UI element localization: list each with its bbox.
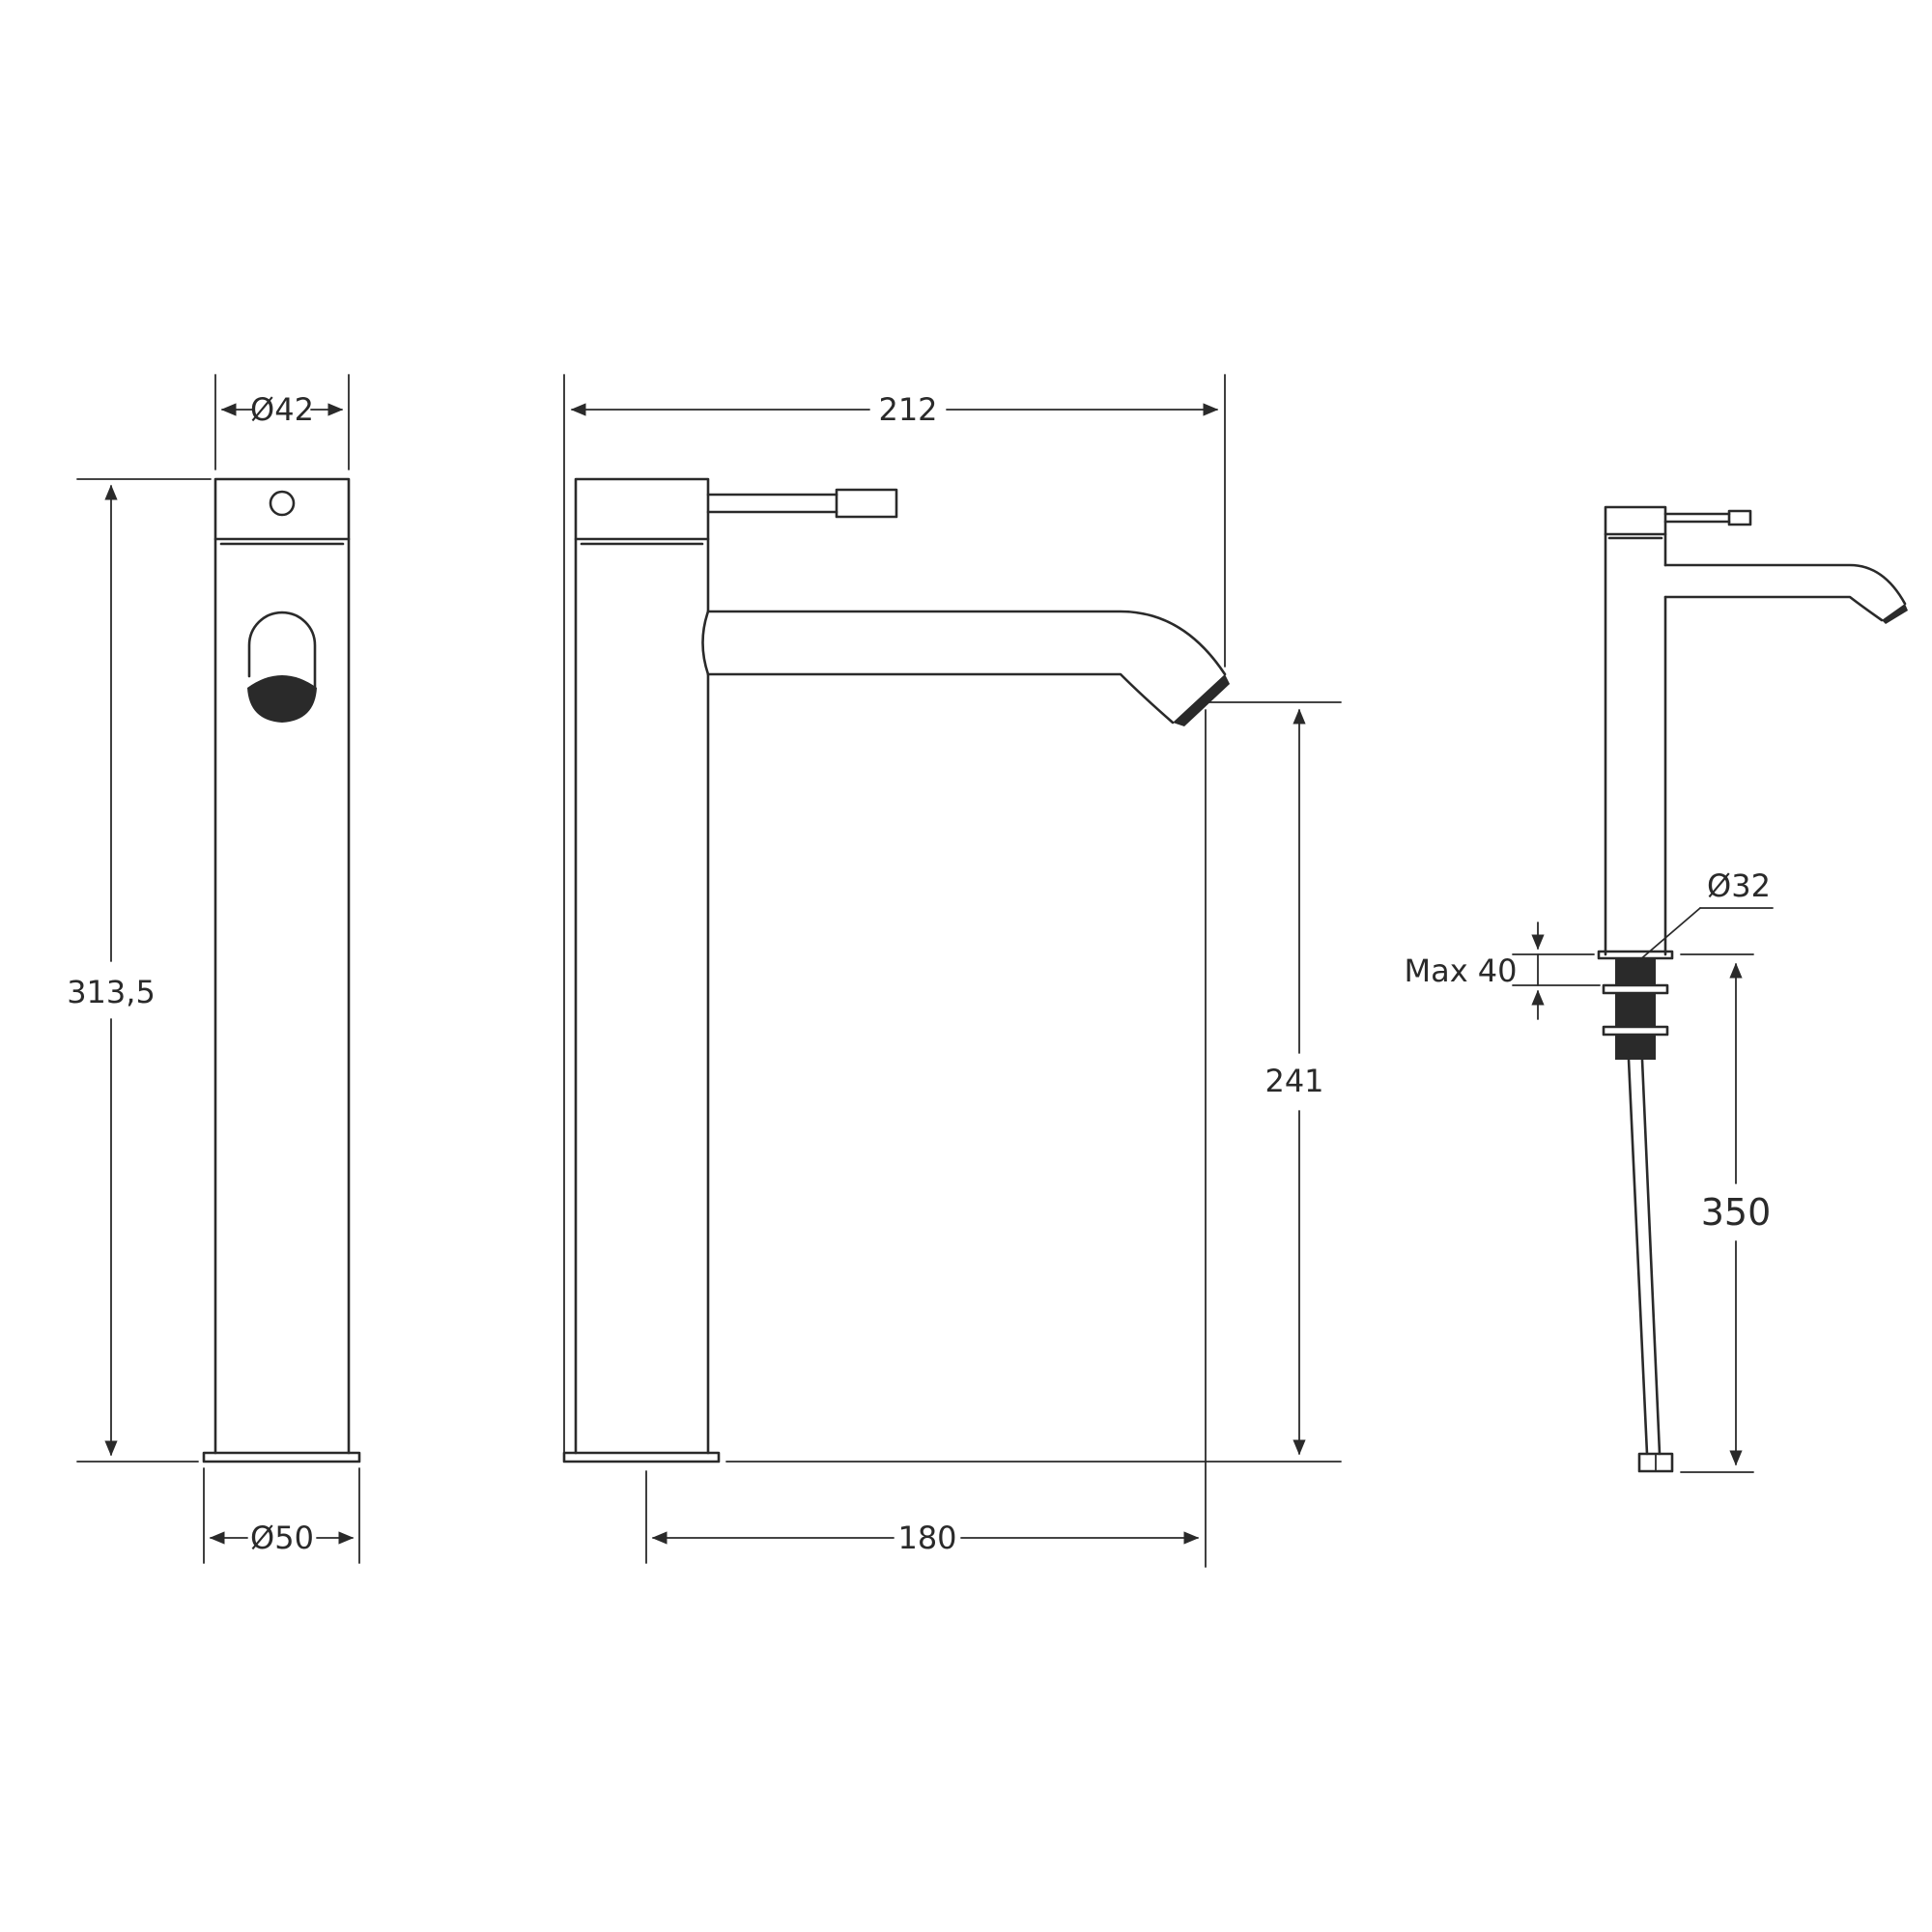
dim-spout-reach: 180 — [897, 1520, 956, 1556]
dim-max-deck: Max 40 — [1404, 952, 1517, 989]
install-hose-right — [1640, 1058, 1662, 1456]
install-lever-end — [1727, 509, 1752, 526]
front-handle-tip — [247, 675, 317, 723]
side-spout-top — [706, 610, 1227, 676]
front-cap-dot — [269, 490, 296, 517]
dim-total-width: 212 — [878, 391, 937, 428]
install-cap — [1604, 505, 1667, 536]
install-spout-top — [1663, 563, 1907, 606]
install-washer — [1602, 983, 1669, 995]
side-spout-outlet — [1173, 674, 1230, 726]
install-hose-left — [1627, 1058, 1649, 1456]
dim-total-height: 313,5 — [67, 974, 156, 1010]
side-view: 212 241 180 — [562, 374, 1342, 1568]
install-view: Ø32 Max 40 350 — [1404, 505, 1908, 1473]
dim-hose-length: 350 — [1701, 1191, 1772, 1234]
front-cap — [213, 477, 351, 541]
dim-spout-height: 241 — [1264, 1063, 1323, 1099]
front-view: Ø42 Ø50 313,5 — [67, 374, 361, 1564]
install-deck-plate — [1597, 950, 1674, 960]
side-cap — [574, 477, 710, 541]
install-spout-bottom — [1663, 595, 1884, 622]
side-spout-bottom — [706, 672, 1175, 724]
install-fixing-shank — [1615, 958, 1656, 985]
dim-body-diameter: Ø42 — [250, 391, 314, 428]
side-lever-end — [835, 488, 898, 519]
side-spout-joint — [701, 610, 710, 676]
side-base — [562, 1451, 721, 1463]
install-nut — [1602, 1025, 1669, 1037]
front-handle — [247, 611, 317, 693]
front-base — [202, 1451, 361, 1463]
dim-base-diameter: Ø50 — [250, 1520, 314, 1556]
dim-fixing-diameter: Ø32 — [1707, 867, 1771, 904]
